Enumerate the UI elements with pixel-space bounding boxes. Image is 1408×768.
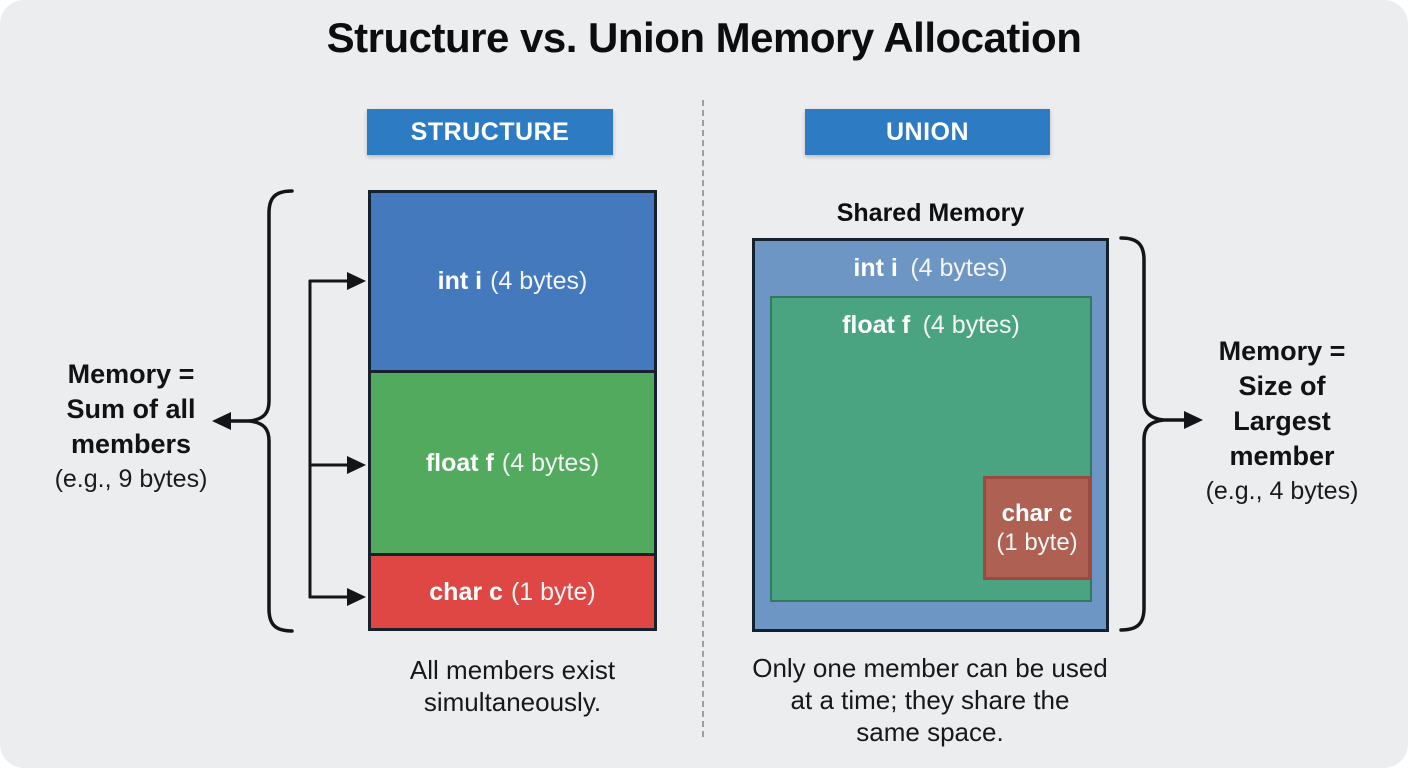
note-line: Sum of all [66,394,196,424]
left-brace-icon [248,189,294,633]
member-name: char c [429,577,503,606]
union-block-char: char c (1 byte) [983,476,1091,580]
arrowhead-char-icon [347,588,366,606]
union-block-float: float f (4 bytes) char c (1 byte) [770,296,1092,602]
structure-block-char: char c (1 byte) [371,553,654,628]
structure-memory-stack: int i (4 bytes) float f (4 bytes) char c… [368,190,657,631]
caption-line: at a time; they share the [790,685,1070,715]
caption-line: All members exist [409,655,616,685]
arrowhead-float-icon [347,456,366,474]
note-line: Size of [1238,371,1326,401]
member-size: (1 byte) [510,577,596,606]
member-name: int i [437,267,483,296]
caption-line: same space. [856,717,1004,747]
shared-memory-label: Shared Memory [836,199,1025,227]
page-title: Structure vs. Union Memory Allocation [326,14,1082,61]
union-block-int: int i (4 bytes) float f (4 bytes) char c… [752,238,1109,632]
note-line: member [1229,441,1335,471]
note-line: Memory = [1218,336,1346,366]
member-name: float f [425,448,494,477]
structure-block-float: float f (4 bytes) [371,370,654,554]
note-line: members [70,429,192,459]
structure-memory-note: Memory = Sum of all members (e.g., 9 byt… [22,357,240,496]
note-line: Largest [1233,406,1331,436]
member-size: (4 bytes) [501,448,600,477]
structure-caption: All members exist simultaneously. [360,654,665,718]
member-name: float f [842,311,911,339]
union-caption: Only one member can be used at a time; t… [718,652,1142,748]
member-name: char c [1001,500,1073,527]
member-name: int i [853,254,898,282]
note-line: Memory = [67,359,195,389]
member-size: (4 bytes) [910,254,1008,282]
caption-line: simultaneously. [423,687,602,717]
union-column-header: UNION [805,109,1050,155]
caption-line: Only one member can be used [752,653,1108,683]
note-detail: (e.g., 9 bytes) [54,465,208,493]
structure-column-header: STRUCTURE [367,109,613,155]
column-divider-line [702,100,704,737]
member-size: (1 byte) [996,529,1078,556]
member-size: (4 bytes) [922,311,1020,339]
union-int-label: int i (4 bytes) [755,254,1106,283]
note-detail: (e.g., 4 bytes) [1205,477,1359,505]
member-size: (4 bytes) [490,267,588,296]
union-float-label: float f (4 bytes) [772,311,1090,340]
arrowhead-int-icon [347,272,366,290]
structure-block-int: int i (4 bytes) [371,193,654,371]
right-brace-icon [1119,236,1165,632]
union-memory-note: Memory = Size of Largest member (e.g., 4… [1180,334,1384,508]
